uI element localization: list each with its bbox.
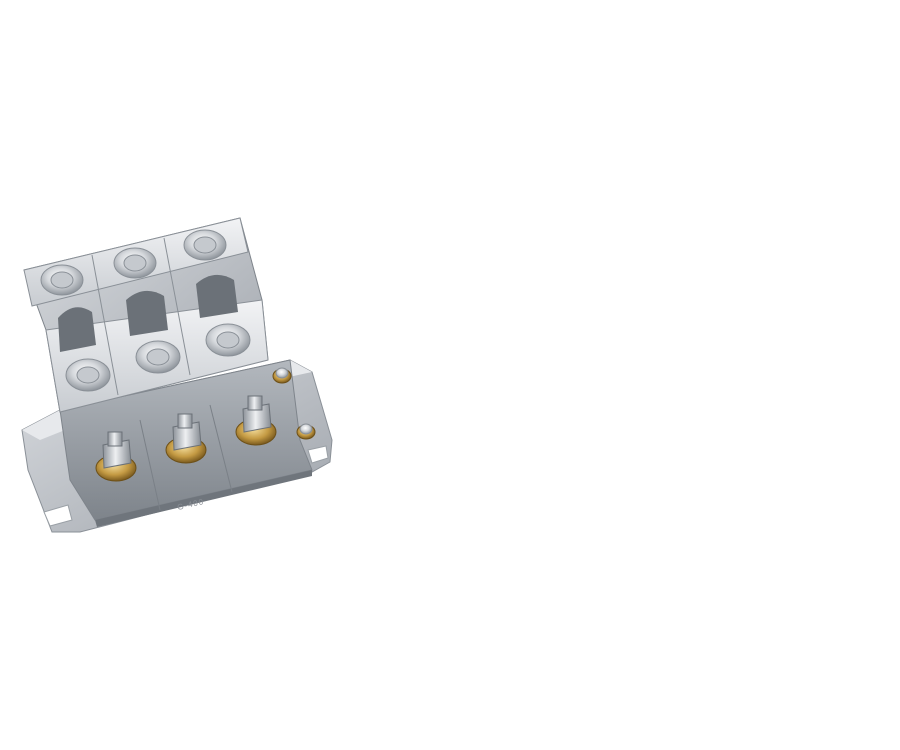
side-screws [272, 367, 316, 440]
set-screw-icon [135, 340, 181, 374]
set-screw-icon [183, 229, 227, 261]
hex-bolt-icon [235, 395, 277, 446]
middle-screw-row [65, 323, 251, 392]
set-screw-icon [113, 247, 157, 279]
set-screw-icon [65, 358, 111, 392]
hex-bolt-icon [165, 413, 207, 464]
bolt-row [95, 395, 277, 482]
set-screw-icon [40, 264, 84, 296]
small-screw-icon [272, 367, 292, 384]
hex-bolt-icon [95, 431, 137, 482]
top-screw-row [40, 229, 227, 296]
small-screw-icon [296, 423, 316, 440]
set-screw-icon [205, 323, 251, 357]
